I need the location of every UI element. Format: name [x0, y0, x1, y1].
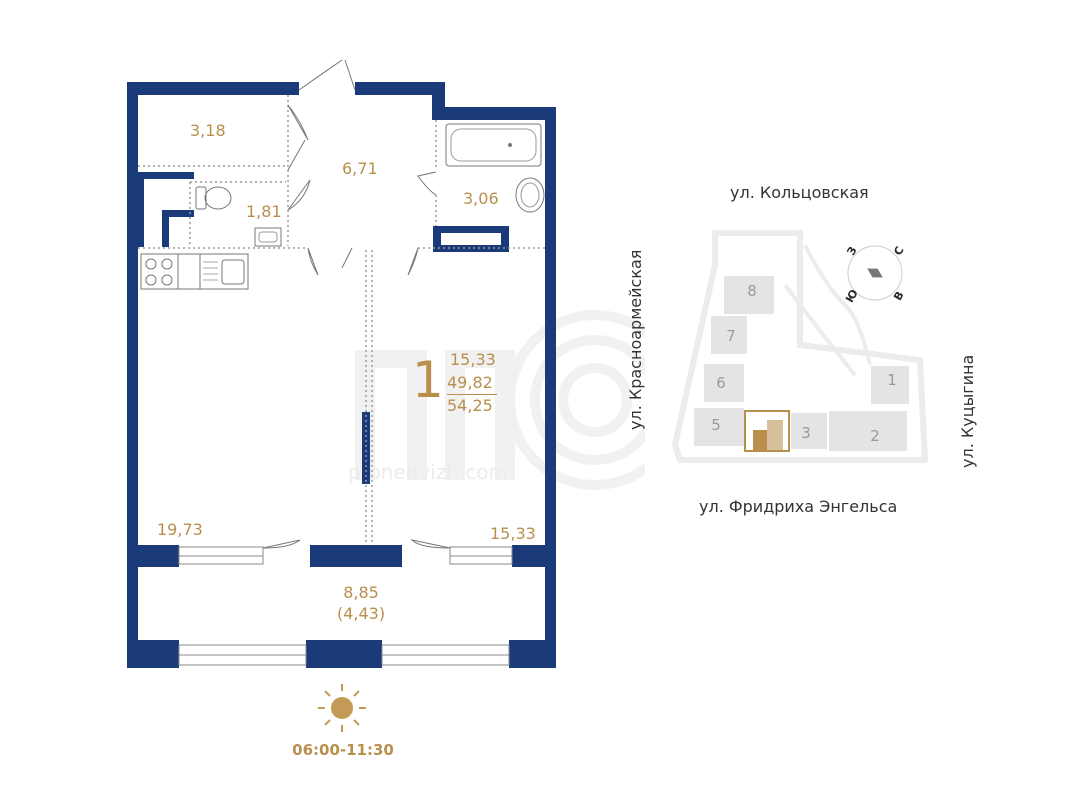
room-hall-area: 6,71 [342, 159, 378, 178]
total-with-balcony-value: 54,25 [447, 396, 493, 415]
balcony-reduced-area: (4,43) [336, 604, 386, 623]
street-left: ул. Красноармейская [626, 249, 645, 430]
site-building-5-label: 5 [711, 416, 721, 434]
site-building-1 [869, 364, 911, 406]
room-storage-area: 3,18 [190, 121, 226, 140]
living-area-value: 15,33 [450, 350, 496, 369]
room-living-area: 19,73 [157, 520, 203, 539]
room-bedroom-area: 15,33 [490, 524, 536, 543]
balcony-area: 8,85 [343, 583, 379, 602]
site-building-6-label: 6 [716, 374, 726, 392]
outer-walls [127, 82, 556, 668]
watermark-text: pronedvizh.com [348, 460, 509, 484]
site-building-3-label: 3 [801, 424, 811, 442]
site-building-1-label: 1 [887, 371, 897, 389]
site-building-7 [709, 314, 749, 356]
rooms-count: 1 [412, 351, 444, 409]
street-bottom: ул. Фридриха Энгельса [699, 497, 898, 516]
summary-divider [447, 394, 497, 395]
sun-hours: 06:00-11:30 [292, 741, 394, 759]
total-area-value: 49,82 [447, 373, 493, 392]
room-bathroom-area: 3,06 [463, 189, 499, 208]
compass-icon [847, 245, 903, 301]
street-right: ул. Куцыгина [958, 354, 977, 468]
sun-icon [318, 684, 366, 732]
site-building-7-label: 7 [726, 327, 736, 345]
site-building-6 [702, 362, 746, 404]
site-building-2-label: 2 [870, 427, 880, 445]
watermark-logo [355, 310, 645, 490]
site-map [671, 230, 929, 463]
site-building-5 [692, 406, 746, 448]
room-wc-area: 1,81 [246, 202, 282, 221]
site-building-8-label: 8 [747, 282, 757, 300]
site-building-2 [827, 409, 909, 453]
street-top: ул. Кольцовская [730, 183, 869, 202]
